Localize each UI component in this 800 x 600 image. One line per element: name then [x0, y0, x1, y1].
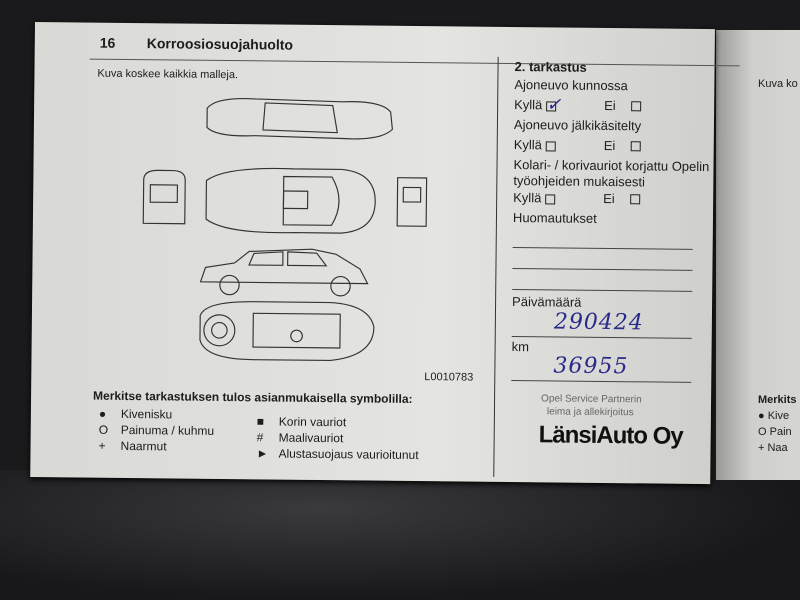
answer-row-3: Kyllä Ei: [513, 190, 641, 206]
page-number: 16: [99, 34, 116, 51]
date-value[interactable]: 290424: [553, 309, 644, 336]
car-front-view: [142, 169, 186, 225]
answer-row-1: Kyllä✓ Ei: [514, 94, 642, 116]
q3-yes-checkbox[interactable]: [545, 193, 556, 205]
right-page-item: ● Kive: [758, 410, 790, 422]
right-page-item: O Pain: [758, 426, 792, 438]
car-underside-view: [199, 301, 375, 362]
remarks-line[interactable]: [512, 247, 693, 250]
right-page-note: Kuva ko: [758, 78, 798, 90]
legend-item: #Maalivauriot: [256, 430, 344, 446]
column-divider: [493, 56, 499, 477]
legend-item: ■Korin vauriot: [256, 414, 347, 430]
dealer-stamp: LänsiAuto Oy: [538, 421, 683, 450]
hash-icon: #: [256, 430, 264, 445]
remarks-label: Huomautukset: [512, 210, 597, 226]
km-value[interactable]: 36955: [553, 353, 629, 380]
background-surface: [0, 470, 800, 600]
car-top-view-upper: [206, 98, 393, 140]
question-2: Ajoneuvo jälkikäsitelty: [513, 117, 642, 134]
plus-icon: +: [98, 438, 106, 453]
inspection-form: 2. tarkastus Ajoneuvo kunnossa Kyllä✓ Ei…: [511, 57, 709, 450]
date-label: Päivämäärä: [512, 294, 582, 310]
km-line: [511, 380, 692, 383]
right-page-item: + Naa: [758, 442, 788, 454]
right-page: [716, 30, 800, 480]
right-page-legend-title: Merkits: [758, 394, 797, 406]
figure-code: L0010783: [424, 371, 474, 384]
triangle-right-icon: ►: [256, 446, 269, 461]
question-3-cont: työohjeiden mukaisesti: [513, 173, 645, 190]
car-top-view: [205, 167, 376, 234]
stamp-caption: Opel Service Partnerin: [541, 393, 642, 406]
checkmark-icon: ✓: [546, 94, 562, 116]
remarks-line[interactable]: [512, 289, 693, 292]
legend-item: ●Kivenisku: [98, 406, 173, 422]
q1-no-checkbox[interactable]: [631, 101, 642, 112]
car-side-view: [199, 248, 369, 297]
q2-yes-checkbox[interactable]: [545, 140, 556, 152]
hollow-circle-icon: O: [98, 422, 109, 437]
q3-no-checkbox[interactable]: [630, 194, 641, 205]
header-rule: [89, 58, 740, 67]
legend-title: Merkitse tarkastuksen tulos asianmukaise…: [93, 388, 413, 406]
filled-circle-icon: ●: [98, 406, 107, 421]
date-line: [511, 336, 692, 339]
question-1: Ajoneuvo kunnossa: [514, 77, 628, 94]
km-label: km: [511, 339, 530, 355]
question-3: Kolari- / korivauriot korjattu Opelin: [513, 157, 710, 175]
q2-no-checkbox[interactable]: [630, 141, 641, 152]
left-page: 16 Korroosiosuojahuolto Kuva koskee kaik…: [30, 22, 740, 485]
answer-row-2: Kyllä Ei: [514, 137, 641, 153]
square-icon: ■: [256, 414, 265, 429]
page-title: Korroosiosuojahuolto: [146, 35, 294, 53]
remarks-line[interactable]: [512, 268, 693, 271]
car-diagram: [142, 98, 428, 362]
legend-item: +Naarmut: [98, 438, 167, 454]
legend-item: ►Alustasuojaus vaurioitunut: [256, 446, 419, 463]
stamp-caption-2: leima ja allekirjoitus: [546, 406, 634, 419]
car-rear-view: [396, 177, 428, 227]
figure-note: Kuva koskee kaikkia malleja.: [97, 67, 239, 82]
form-heading: 2. tarkastus: [514, 59, 587, 75]
